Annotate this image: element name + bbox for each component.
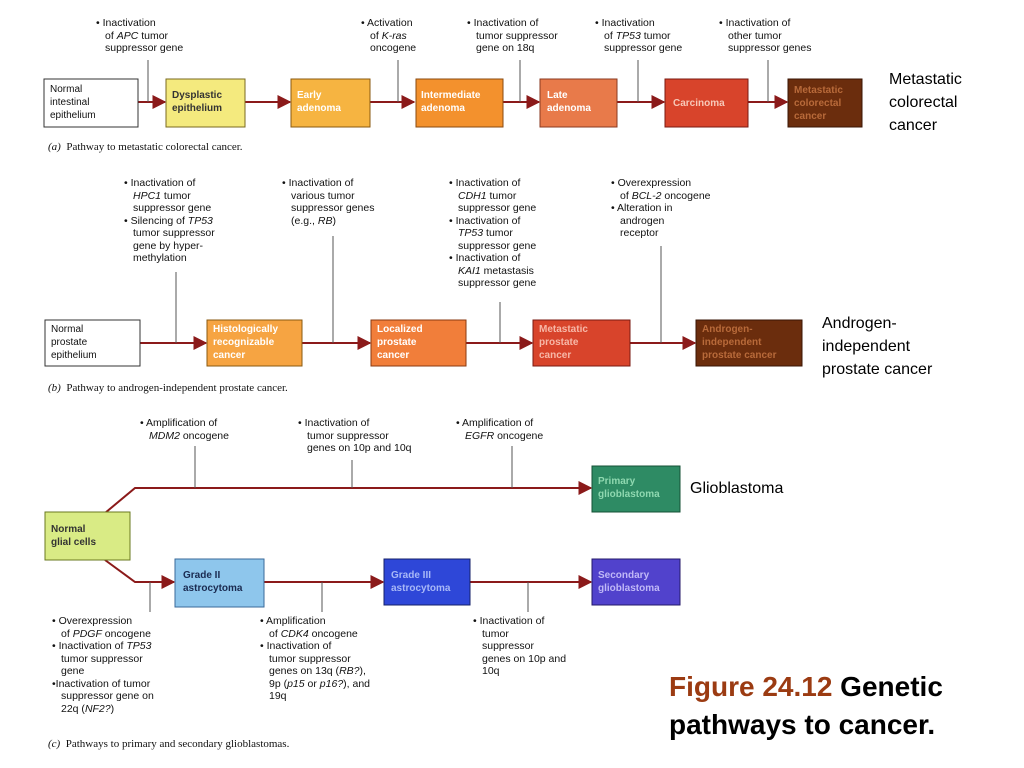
svg-text:Histologically: Histologically bbox=[213, 324, 278, 335]
note-10p-10q-inactivation-top: • Inactivation of tumor suppressor genes… bbox=[298, 417, 412, 454]
svg-text:Early: Early bbox=[297, 90, 322, 101]
svg-text:Normal: Normal bbox=[51, 524, 86, 535]
svg-text:Androgen-: Androgen- bbox=[702, 324, 753, 335]
caption-panel-c: (c) Pathways to primary and secondary gl… bbox=[48, 738, 290, 750]
note-hpc1-tp53: • Inactivation of HPC1 tumor suppressor … bbox=[124, 177, 215, 264]
svg-text:cancer: cancer bbox=[539, 350, 571, 361]
panel-a: Normal intestinal epithelium Dysplastic … bbox=[43, 60, 863, 128]
svg-text:Metastatic: Metastatic bbox=[539, 324, 588, 335]
svg-text:epithelium: epithelium bbox=[51, 350, 97, 361]
note-various-tsg: • Inactivation of various tumor suppress… bbox=[282, 177, 375, 227]
svg-text:Normal: Normal bbox=[51, 324, 83, 335]
end-label-glioblastoma: Glioblastoma bbox=[690, 480, 784, 497]
stage-metastatic-prostate-cancer: Metastatic prostate cancer bbox=[532, 319, 631, 367]
note-other-tsg-inactivation: • Inactivation of other tumor suppressor… bbox=[719, 17, 812, 54]
svg-text:astrocytoma: astrocytoma bbox=[391, 583, 451, 594]
stage-secondary-glioblastoma: Secondary glioblastoma bbox=[591, 558, 681, 606]
end-label-prostate: Androgen- independent prostate cancer bbox=[822, 315, 933, 378]
stage-androgen-independent-prostate-cancer: Androgen- independent prostate cancer bbox=[695, 319, 803, 367]
caption-panel-b: (b) Pathway to androgen-independent pros… bbox=[48, 382, 288, 394]
svg-text:glioblastoma: glioblastoma bbox=[598, 489, 660, 500]
svg-text:adenoma: adenoma bbox=[297, 103, 341, 114]
stage-grade-iii-astrocytoma: Grade III astrocytoma bbox=[383, 558, 471, 606]
caption-panel-a: (a) Pathway to metastatic colorectal can… bbox=[48, 141, 243, 153]
svg-text:Grade III: Grade III bbox=[391, 570, 431, 581]
svg-text:adenoma: adenoma bbox=[547, 103, 591, 114]
svg-text:prostate cancer: prostate cancer bbox=[702, 350, 777, 361]
svg-text:glial cells: glial cells bbox=[51, 537, 96, 548]
stage-carcinoma: Carcinoma bbox=[664, 78, 749, 128]
svg-text:prostate: prostate bbox=[377, 337, 417, 348]
end-label-colorectal: Metastatic colorectal cancer bbox=[889, 71, 962, 134]
note-kras-activation: • Activation of K-ras oncogene bbox=[361, 17, 417, 54]
svg-text:Metastatic: Metastatic bbox=[794, 85, 843, 96]
figure-number: Figure 24.12 bbox=[669, 671, 833, 702]
svg-text:cancer: cancer bbox=[213, 350, 245, 361]
stage-normal-prostate-epithelium: Normal prostate epithelium bbox=[44, 319, 141, 367]
svg-text:Intermediate: Intermediate bbox=[421, 90, 481, 101]
svg-text:epithelium: epithelium bbox=[172, 103, 222, 114]
svg-text:astrocytoma: astrocytoma bbox=[183, 583, 243, 594]
svg-text:Secondary: Secondary bbox=[598, 570, 650, 581]
svg-text:Primary: Primary bbox=[598, 476, 636, 487]
svg-text:recognizable: recognizable bbox=[213, 337, 275, 348]
svg-text:intestinal: intestinal bbox=[50, 97, 89, 108]
svg-text:prostate: prostate bbox=[539, 337, 579, 348]
svg-text:glioblastoma: glioblastoma bbox=[598, 583, 660, 594]
stage-localized-prostate-cancer: Localized prostate cancer bbox=[370, 319, 467, 367]
stage-normal-intestinal-epithelium: Normal intestinal epithelium bbox=[43, 78, 139, 128]
note-mdm2-amplification: • Amplification of MDM2 oncogene bbox=[140, 417, 229, 442]
note-cdk4-13q-9p-19q: • Amplification of CDK4 oncogene • Inact… bbox=[260, 615, 371, 702]
svg-text:adenoma: adenoma bbox=[421, 103, 465, 114]
stage-intermediate-adenoma: Intermediate adenoma bbox=[415, 78, 504, 128]
svg-text:Dysplastic: Dysplastic bbox=[172, 90, 222, 101]
svg-text:independent: independent bbox=[702, 337, 762, 348]
note-pdgf-tp53-nf2: • Overexpression of PDGF oncogene • Inac… bbox=[52, 615, 154, 715]
arrow-c-primary bbox=[104, 481, 593, 514]
figure-title-line2: pathways to cancer. bbox=[669, 709, 936, 740]
stage-early-adenoma: Early adenoma bbox=[290, 78, 371, 128]
note-10p-10q-inactivation-bottom: • Inactivation of tumor suppressor genes… bbox=[473, 615, 567, 677]
svg-text:cancer: cancer bbox=[377, 350, 409, 361]
note-bcl2-androgen-receptor: • Overexpression of BCL-2 oncogene • Alt… bbox=[611, 177, 711, 239]
note-cdh1-tp53-kai1: • Inactivation of CDH1 tumor suppressor … bbox=[449, 177, 537, 289]
svg-text:Normal: Normal bbox=[50, 84, 82, 95]
note-tp53-inactivation: • Inactivation of TP53 tumor suppressor … bbox=[595, 17, 683, 54]
svg-text:epithelium: epithelium bbox=[50, 110, 96, 121]
svg-text:prostate: prostate bbox=[51, 337, 88, 348]
stage-dysplastic-epithelium: Dysplastic epithelium bbox=[165, 78, 246, 128]
stage-normal-glial-cells: Normal glial cells bbox=[44, 511, 131, 561]
svg-text:Late: Late bbox=[547, 90, 568, 101]
figure-title: Figure 24.12 Genetic pathways to cancer. bbox=[669, 668, 943, 744]
stage-metastatic-colorectal-cancer: Metastatic colorectal cancer bbox=[787, 78, 863, 128]
svg-text:colorectal: colorectal bbox=[794, 98, 841, 109]
stage-late-adenoma: Late adenoma bbox=[539, 78, 618, 128]
note-apc-inactivation: • Inactivation of APC tumor suppressor g… bbox=[96, 17, 184, 54]
note-egfr-amplification: • Amplification of EGFR oncogene bbox=[456, 417, 544, 442]
svg-text:Carcinoma: Carcinoma bbox=[673, 98, 725, 109]
panel-b: Normal prostate epithelium Histologicall… bbox=[44, 236, 803, 367]
note-18q-inactivation: • Inactivation of tumor suppressor gene … bbox=[467, 17, 558, 54]
arrow-c-grade2 bbox=[104, 559, 176, 589]
svg-text:cancer: cancer bbox=[794, 111, 826, 122]
panel-c: Normal glial cells Primary glioblastoma … bbox=[44, 446, 681, 612]
svg-text:Grade II: Grade II bbox=[183, 570, 220, 581]
svg-text:Localized: Localized bbox=[377, 324, 423, 335]
stage-grade-ii-astrocytoma: Grade II astrocytoma bbox=[174, 558, 265, 608]
figure-title-rest: Genetic bbox=[832, 671, 943, 702]
stage-primary-glioblastoma: Primary glioblastoma bbox=[591, 465, 681, 513]
stage-histologically-recognizable-cancer: Histologically recognizable cancer bbox=[206, 319, 303, 367]
